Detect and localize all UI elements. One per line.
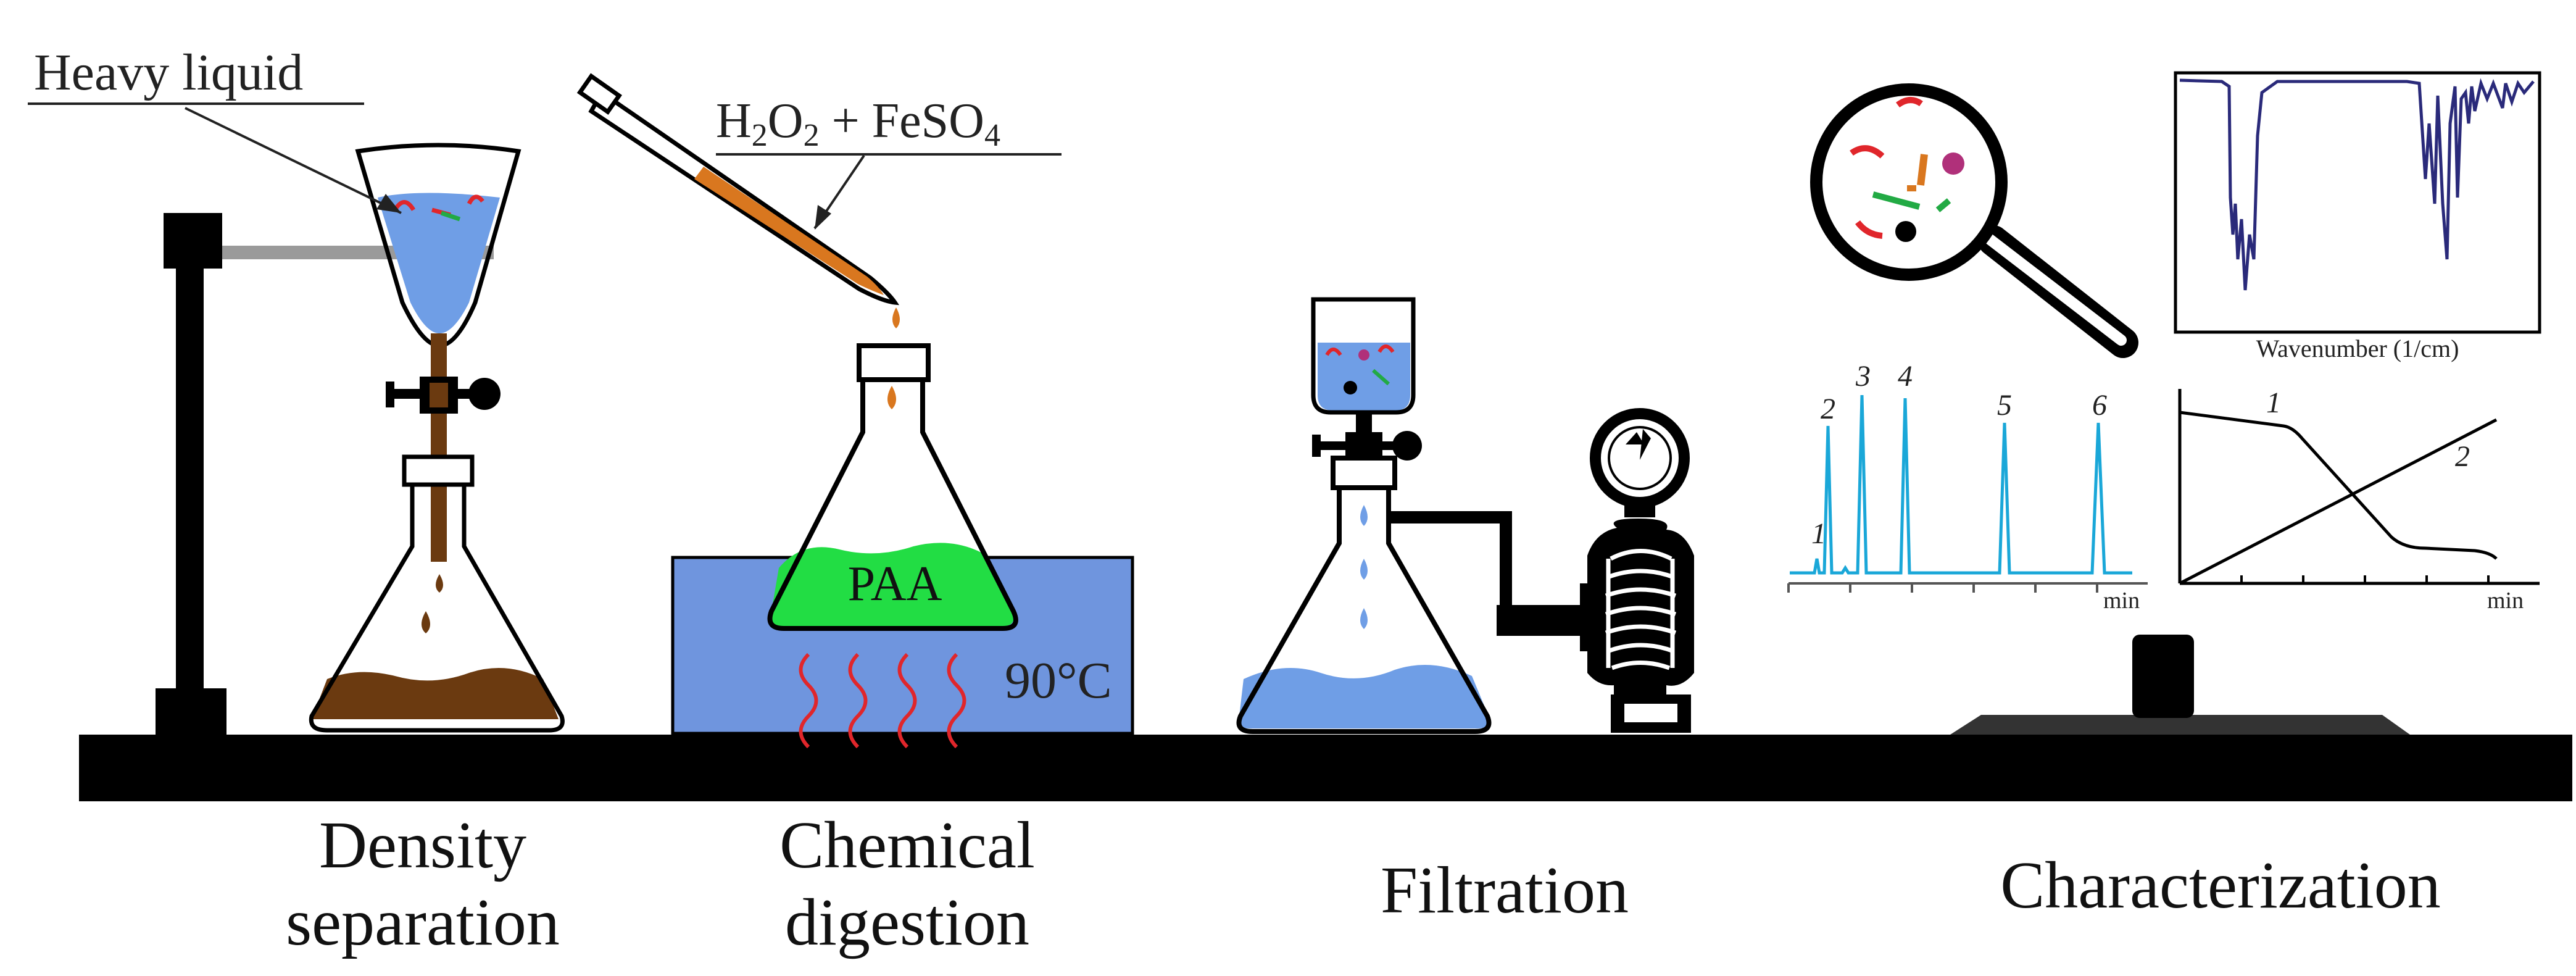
filter-stopcock [1345,432,1382,460]
step-filtration: Filtration [1381,854,1629,927]
chemical-digestion-setup: H2O2 + FeSO4 90°C PAA [576,73,1134,749]
peak-label-6: 6 [2092,389,2107,422]
heavy-liquid-leader [185,107,402,214]
reagent-arrowhead [815,205,831,230]
filter-reservoir [1311,297,1416,415]
instrument-base [1950,715,2410,735]
vacuum-line-coupler [1497,605,1589,636]
filter-stopcock-knob[interactable] [1392,431,1422,461]
filter-particle-black [1344,381,1357,394]
filter-particle-green [1372,369,1390,386]
peak-label-3: 3 [1855,360,1871,393]
reagent-drop-falling [892,307,900,328]
filter-holder-clamp [1331,456,1397,490]
separatory-funnel [355,143,521,348]
filter-stopcock-handle [1315,441,1345,450]
stand-base [156,688,226,736]
drop-1 [1360,505,1368,526]
step-digestion-line2: digestion [785,886,1029,959]
chromatogram-xlabel: min [2103,588,2140,614]
filter-stopcock-tab [1312,435,1321,457]
vacuum-pump [1580,408,1694,733]
step-density-line2: separation [286,886,560,959]
ir-spectrum-xlabel: Wavenumber (1/cm) [2256,335,2459,362]
digestion-flask-liquid [770,543,1014,627]
step-density-line1: Density [319,809,526,882]
curve-label-1: 1 [2266,386,2281,419]
filtration-setup [1236,297,1694,734]
curve-label-2: 2 [2455,440,2470,473]
pipette [576,73,900,306]
stopcock-handle-left [388,389,422,399]
drop-3 [1360,608,1368,629]
chromatogram-chart: 1 2 3 4 5 6 min [1787,360,2148,614]
drop-2 [1360,559,1368,580]
heavy-liquid-arrowhead [376,194,401,213]
thermogram-curve-1 [2179,411,2498,560]
erlenmeyer-sediment [312,668,559,719]
lab-bench [79,735,2572,801]
density-separation-setup: Heavy liquid [28,44,565,736]
paa-label: PAA [848,557,942,611]
characterization-setup: Wavenumber (1/cm) 1 2 3 4 5 6 min [1787,71,2541,735]
erlenmeyer-flask [309,478,565,733]
step-characterization: Characterization [2000,849,2441,922]
peak-label-5: 5 [1997,389,2012,422]
thermogram-xlabel: min [2487,588,2524,614]
sediment-drop-1 [436,574,443,593]
reagent-label: H2O2 + FeSO4 [716,94,1000,153]
water-bath [671,556,1134,735]
pump-fins [1605,549,1677,670]
heat-waves [799,653,966,749]
ir-spectrum-line [2179,78,2535,291]
stand-rod [176,216,204,691]
digestion-flask [767,377,1018,631]
thermogram-chart: 1 2 min [2178,386,2540,614]
flask-stopper [402,454,475,487]
reagent-drop-in-flask [887,386,896,409]
separatory-funnel-liquid [378,193,500,333]
sediment-drop-2 [422,611,430,633]
filter-particles [1325,344,1395,356]
funnel-stem-sediment [431,333,447,562]
stand-clamp-head [164,213,222,269]
peak-label-2: 2 [1821,393,1835,425]
peak-label-4: 4 [1898,360,1913,393]
bath-temperature: 90°C [1005,652,1112,709]
floating-particles-green [440,211,461,222]
chromatogram-trace [1790,394,2132,575]
filter-particle-purple [1358,349,1369,361]
stopcock-inner [430,383,448,407]
thermogram-curve-2 [2179,418,2498,585]
digestion-flask-neck-cap [857,343,931,382]
filter-flask [1236,482,1492,734]
stopcock-handle-left-tab [386,382,394,407]
heavy-liquid-label: Heavy liquid [34,44,303,101]
instrument-post [2132,635,2194,718]
filter-flask-liquid [1238,665,1490,728]
magnifying-glass [1810,83,2138,358]
vacuum-line [1500,511,1580,624]
ir-spectrum-chart: Wavenumber (1/cm) [2174,71,2541,362]
stopcock-knob[interactable] [468,378,501,410]
gauge-needle [1640,429,1651,460]
step-digestion-line1: Chemical [779,809,1035,882]
filter-reservoir-liquid [1318,343,1410,411]
peak-label-1: 1 [1811,517,1826,550]
side-arm [1389,511,1500,523]
